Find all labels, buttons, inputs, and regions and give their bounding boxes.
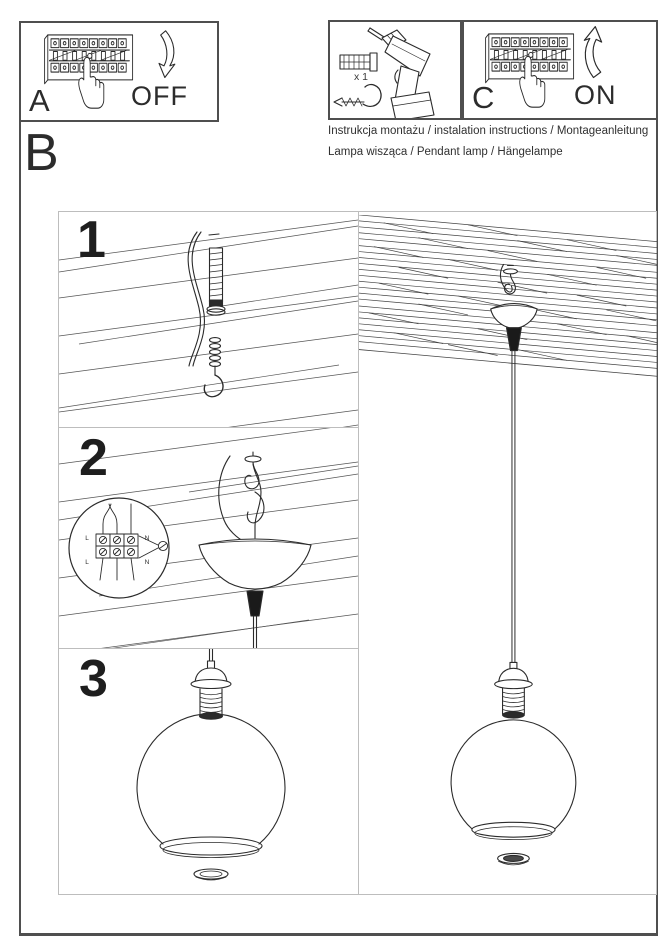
cord-illustration: [208, 649, 214, 663]
ring-illustration: [193, 868, 229, 881]
assembled-lamp-illustration: [359, 214, 657, 866]
step-2-illustration: L N L N: [59, 428, 358, 648]
step-3-illustration: [136, 649, 286, 881]
step-1-illustration: [59, 219, 358, 427]
breaker-top-row: [50, 38, 127, 49]
section-b-frame-left: [19, 122, 21, 936]
step-1-panel: 1: [59, 212, 358, 427]
canopy-illustration: [198, 538, 312, 590]
cord-grip-illustration: [505, 327, 522, 352]
panel-tools: x 1: [328, 20, 462, 120]
mounted-hook-illustration: [244, 451, 262, 490]
step-3-number: 3: [79, 650, 108, 708]
ring-illustration: [497, 852, 530, 866]
section-b-label: B: [24, 124, 59, 182]
section-b-frame-right: [656, 120, 658, 936]
lamp-socket-illustration: [190, 660, 232, 720]
breaker-panel-illustration: [485, 33, 575, 108]
cord-grip-illustration: [246, 590, 264, 617]
hook-screw-illustration: [203, 337, 224, 398]
section-b-frame-bottom: [19, 933, 658, 936]
canopy-illustration: [490, 302, 538, 329]
power-cable-illustration: [187, 231, 205, 367]
glass-ball-illustration: [450, 719, 577, 841]
pointing-hand-illustration: [78, 56, 105, 109]
cable-illustration: [218, 455, 265, 543]
breaker-switch-band: [48, 49, 130, 62]
switch-off-label: OFF: [131, 81, 188, 111]
mounted-hook-illustration: [499, 263, 518, 295]
wire-label-n-bottom: N: [145, 559, 150, 566]
panel-c-label: C: [472, 80, 495, 115]
cable-loop: [499, 263, 513, 293]
wire-label-l-top: L: [85, 535, 89, 542]
assembled-lamp-panel: [359, 212, 657, 895]
breaker-panel-illustration: [44, 34, 134, 109]
breaker-switch-band: [489, 48, 571, 61]
panel-a-label: A: [29, 83, 50, 118]
glass-ball-illustration: [136, 713, 286, 858]
cord-illustration: [511, 350, 516, 664]
wire-label-l-bottom: L: [85, 559, 89, 566]
document-title-line2: Lampa wisząca / Pendant lamp / Hängelamp…: [328, 146, 563, 158]
ceiling-hatch-illustration: [359, 214, 657, 369]
wire-label-n-top: N: [145, 535, 150, 542]
hook-screw-icon: [333, 83, 382, 108]
pointing-hand-illustration: [519, 55, 546, 108]
step-3-panel: 3: [59, 649, 358, 895]
step-1-number: 1: [77, 212, 106, 269]
document-title-line1: Instrukcja montażu / instalation instruc…: [328, 125, 649, 137]
step-2-number: 2: [79, 429, 108, 487]
drill-icon: [367, 27, 435, 118]
ceiling-planks-illustration: [59, 219, 358, 427]
ceiling-edge-line: [359, 349, 657, 377]
column-divider: [358, 212, 359, 894]
step2-step3-divider: [59, 648, 359, 649]
wiring-inset-illustration: L N L N: [68, 497, 170, 599]
switch-on-label: ON: [574, 80, 617, 110]
panel-a-switch-off: A OFF: [19, 21, 219, 122]
cord-illustration: [252, 615, 258, 648]
arrow-up-icon: [583, 26, 603, 79]
wall-anchor-illustration: [206, 233, 226, 316]
arrow-down-icon: [158, 30, 176, 79]
lamp-socket-illustration: [494, 661, 533, 719]
tools-illustration: [333, 27, 435, 118]
wall-anchor-icon: [339, 52, 378, 72]
breaker-bottom-row: [491, 61, 568, 72]
screwdriver-icon: [138, 535, 169, 559]
breaker-top-row: [491, 37, 568, 48]
step1-step2-divider: [59, 427, 359, 428]
panel-c-switch-on: C ON: [462, 20, 658, 120]
assembly-diagram-box: 1: [58, 211, 657, 895]
anchor-quantity-label: x 1: [354, 71, 369, 83]
step-2-panel: L N L N 2: [59, 428, 358, 648]
terminal-block-illustration: [95, 503, 139, 581]
